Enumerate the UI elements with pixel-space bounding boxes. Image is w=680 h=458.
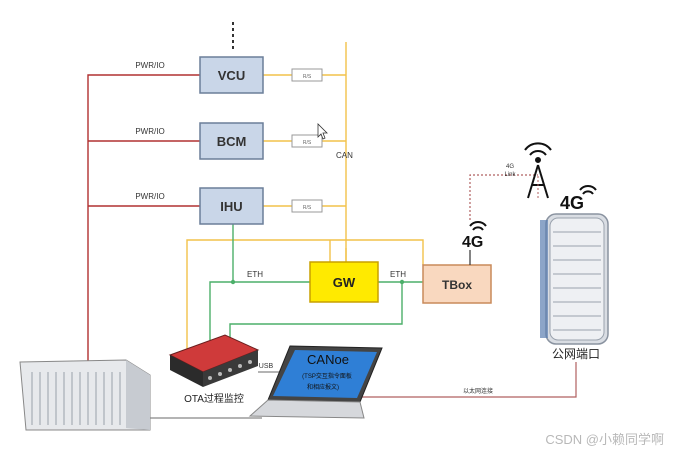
4g-link-label-2: Link [504, 172, 516, 178]
ecu-bcm: BCM [199, 122, 264, 160]
tbox-4g-label: 4G [462, 234, 483, 251]
ecu-ihu-label: IHU [220, 199, 242, 214]
pwr-label-vcu: PWR/IO [135, 61, 164, 70]
gateway: GW [309, 261, 379, 303]
laptop-icon [248, 345, 383, 419]
eth-junction-left [230, 279, 236, 285]
ecu-vcu: VCU [199, 56, 264, 94]
resistor-label-vcu: R/S [303, 74, 312, 80]
can-resistors: R/S R/S R/S [291, 68, 323, 213]
wan-link-label: 以太网连接 [463, 387, 493, 395]
server-label: 公网端口 [552, 347, 600, 361]
server-icon: 4G [540, 185, 609, 345]
4g-link-label-1: 4G [506, 164, 514, 170]
pwr-label-ihu: PWR/IO [135, 192, 164, 201]
mouse-cursor-icon [317, 123, 328, 140]
pwr-lines [87, 74, 200, 365]
resistor-ihu [291, 199, 323, 213]
ecu-vcu-label: VCU [218, 68, 245, 83]
ota-monitor-device-icon [168, 334, 260, 387]
canoe-subtitle-1: (TSP交互指令面板 [302, 372, 352, 380]
resistor-label-ihu: R/S [303, 205, 312, 211]
canoe-label: CANoe [307, 352, 349, 367]
wan-link-line [358, 362, 577, 398]
can-label: CAN [336, 151, 353, 160]
pwr-label-bcm: PWR/IO [135, 127, 164, 136]
server-4g-label: 4G [560, 193, 584, 213]
test-rack-icon [19, 359, 151, 431]
resistor-vcu [291, 68, 323, 82]
eth-label-left: ETH [247, 270, 263, 279]
resistor-label-bcm: R/S [303, 140, 312, 146]
canoe-subtitle-2: 和相应报文) [307, 383, 339, 391]
watermark: CSDN @小赖同学啊 [545, 432, 664, 447]
ota-monitor-label: OTA过程监控 [184, 392, 244, 405]
4g-link-line [469, 174, 538, 220]
tbox-label: TBox [442, 278, 472, 292]
gateway-label: GW [333, 275, 356, 290]
resistor-bcm [291, 134, 323, 148]
ecu-ihu: IHU [199, 187, 264, 225]
eth-junction-right [399, 279, 405, 285]
usb-label: USB [259, 363, 274, 370]
tbox-4g-icon: 4G [462, 221, 487, 251]
eth-label-right: ETH [390, 270, 406, 279]
ecu-bcm-label: BCM [217, 134, 247, 149]
can-lines [186, 42, 424, 360]
tbox: TBox [422, 264, 492, 304]
